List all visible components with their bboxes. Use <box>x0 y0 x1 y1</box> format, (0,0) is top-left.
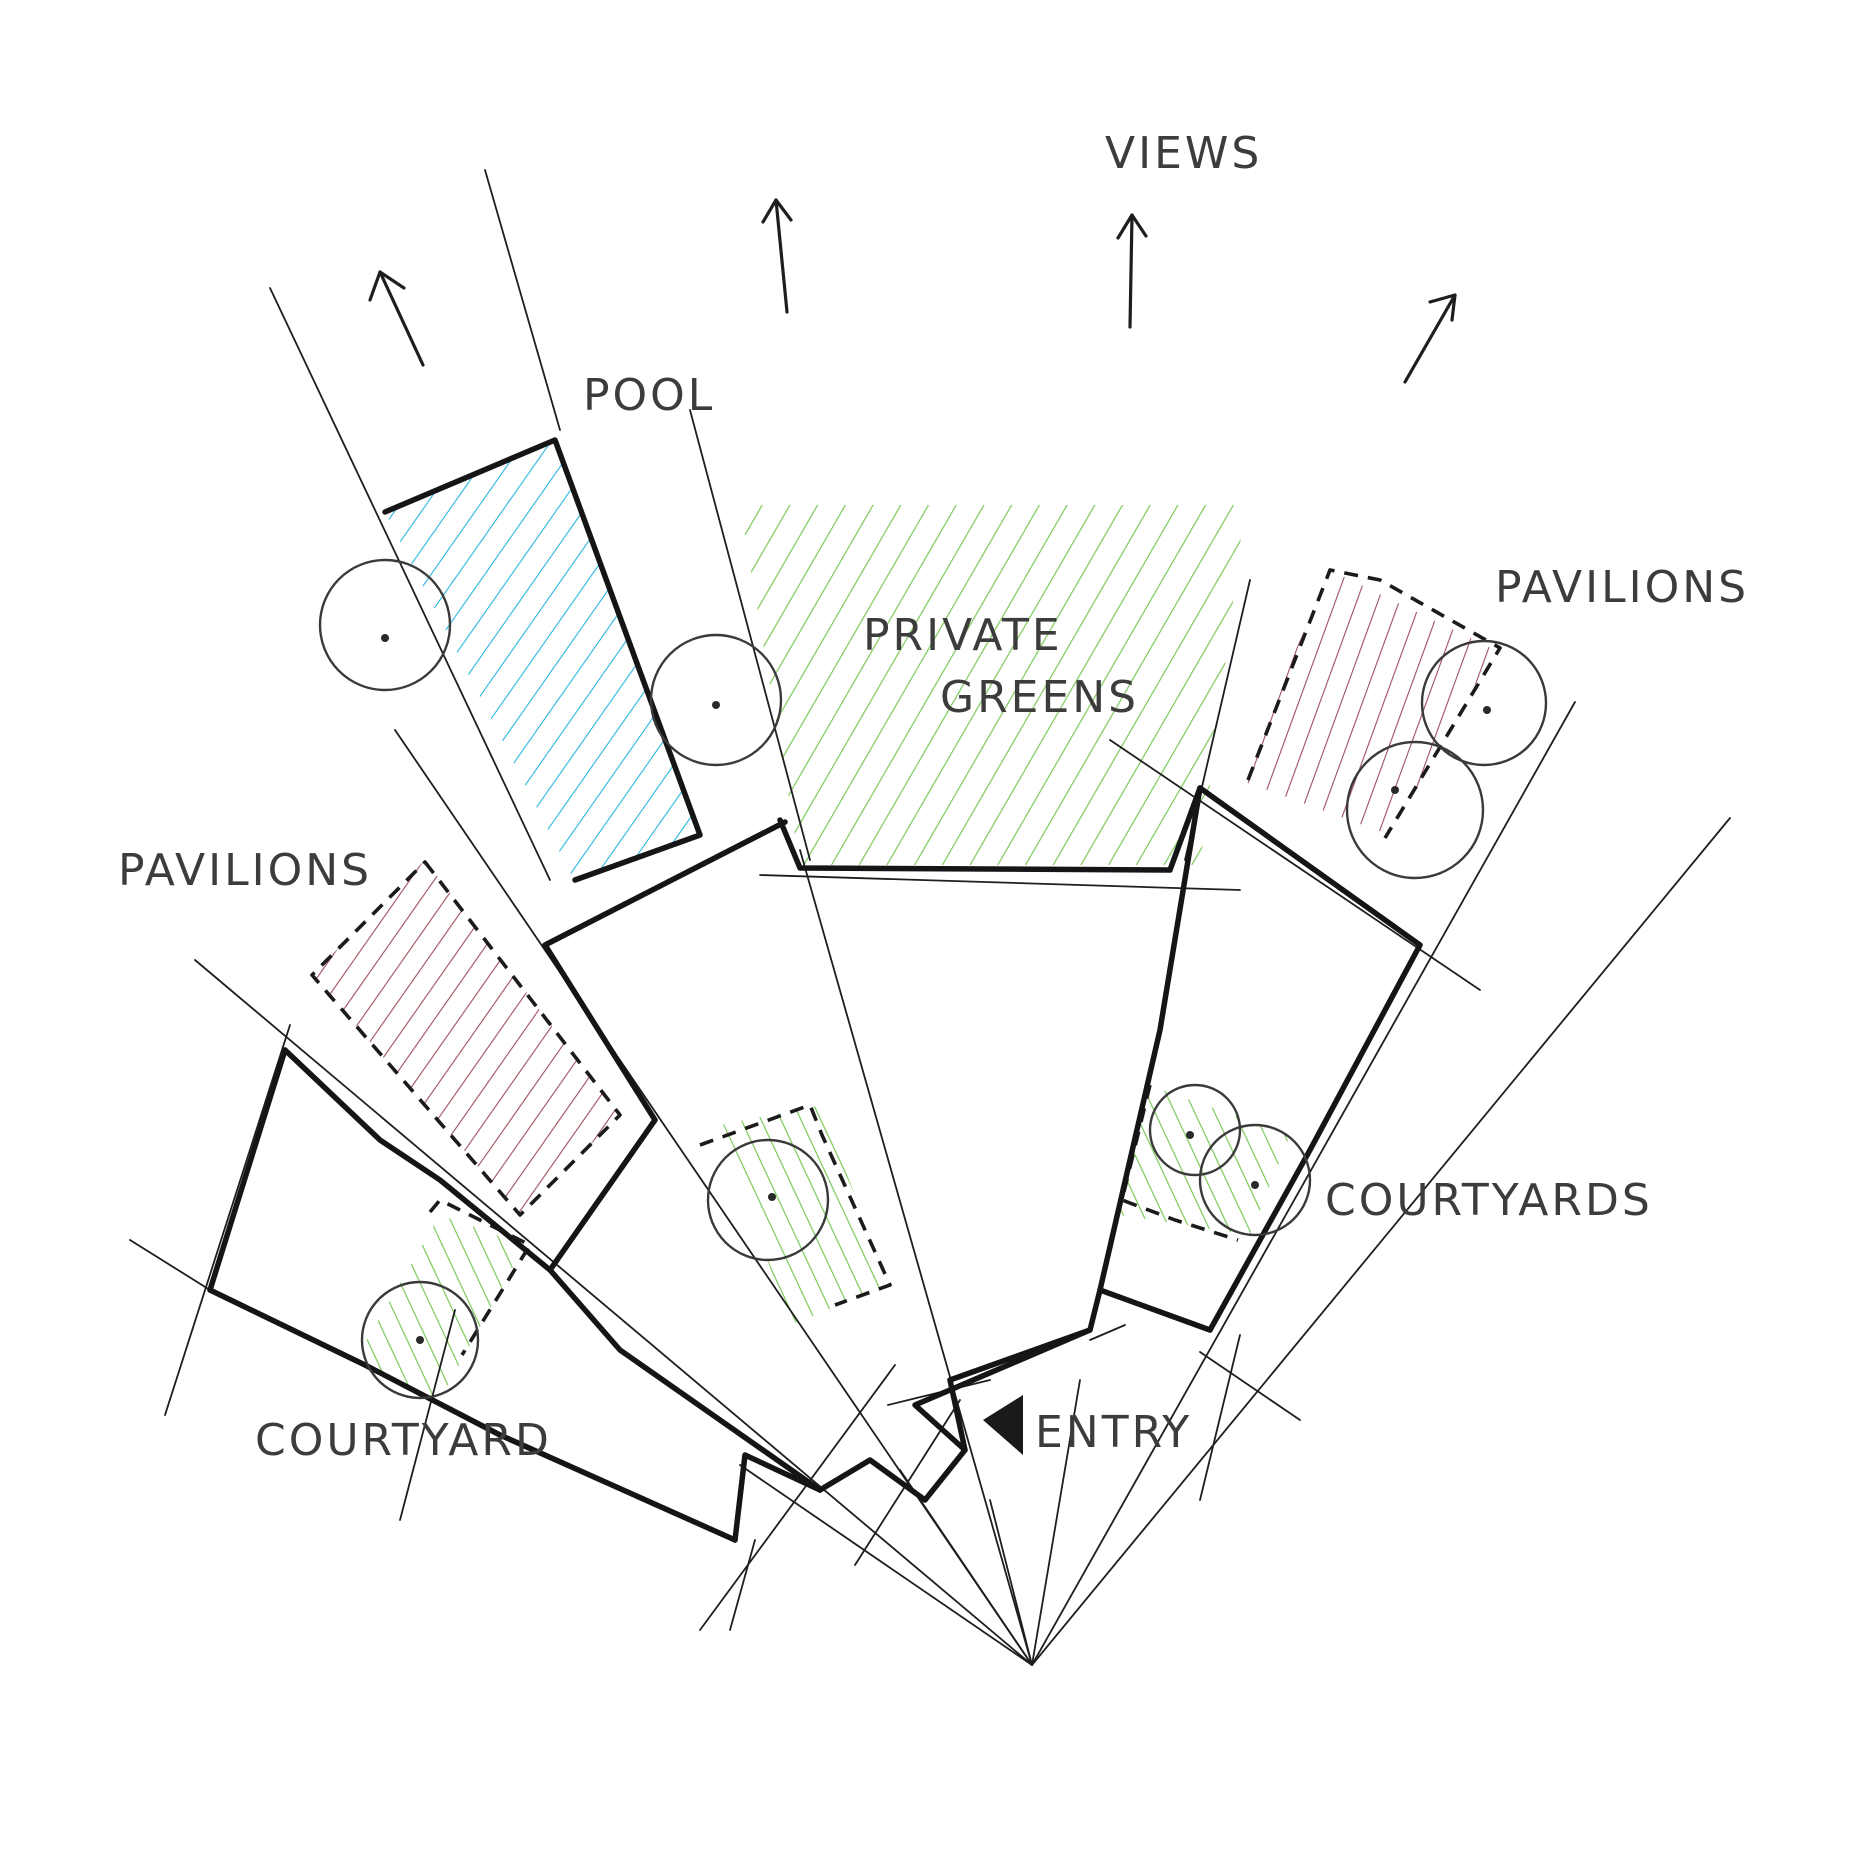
wall-center-bottom <box>817 1327 1093 1503</box>
courtyard-center-outline <box>699 1103 892 1307</box>
courtyards-right-area <box>1120 1085 1290 1235</box>
tree-icon <box>318 558 452 692</box>
arrow-up-icon <box>761 198 793 314</box>
tree-icon <box>706 1138 830 1262</box>
courtyard-center-area <box>720 1105 890 1325</box>
triangle-left-icon <box>983 1395 1023 1455</box>
private-greens-area <box>740 505 1245 865</box>
tree-icon <box>1345 740 1485 880</box>
pavilions-left-area <box>312 860 620 1215</box>
tree-icon <box>1198 1123 1312 1237</box>
pavilions-right-outline <box>1246 568 1502 839</box>
trees <box>318 558 1548 1400</box>
label-courtyard: COURTYARD <box>255 1415 552 1466</box>
wall-center-right <box>1097 785 1203 1293</box>
pool-area <box>385 442 700 882</box>
label-greens: GREENS <box>940 672 1139 723</box>
courtyard-left-outline <box>428 1198 532 1356</box>
label-private: PRIVATE <box>863 610 1063 661</box>
tree-icon <box>360 1280 480 1400</box>
arrow-up-icon <box>1403 293 1457 384</box>
wall-entry <box>947 1287 1213 1453</box>
label-pool: POOL <box>583 370 715 421</box>
wall-right-wing <box>1197 785 1423 1333</box>
wall-left-wing <box>282 1047 823 1493</box>
arrow-up-icon <box>368 270 425 367</box>
view-arrows <box>368 198 1457 384</box>
courtyard-left-area <box>355 1215 525 1400</box>
wall-left-step <box>732 1452 823 1543</box>
building-walls <box>207 437 1423 1543</box>
wall-left-block <box>207 1047 738 1543</box>
pavilions-left-outline <box>310 860 622 1217</box>
arrow-up-icon <box>1116 213 1148 329</box>
label-entry: ENTRY <box>1035 1407 1192 1458</box>
label-views: VIEWS <box>1105 128 1262 179</box>
wall-center-top <box>777 785 1203 873</box>
label-pavilions-right: PAVILIONS <box>1495 562 1749 613</box>
tree-icon <box>1148 1083 1242 1177</box>
labels: VIEWS POOL PRIVATE GREENS PAVILIONS PAVI… <box>118 128 1749 1466</box>
wall-pool-edge <box>382 437 703 883</box>
label-courtyards: COURTYARDS <box>1325 1175 1653 1226</box>
wall-center-left <box>542 819 788 1273</box>
hatched-zones <box>312 442 1495 1400</box>
label-pavilions-left: PAVILIONS <box>118 845 372 896</box>
tree-icon <box>1420 639 1548 767</box>
tree-icon <box>649 633 783 767</box>
